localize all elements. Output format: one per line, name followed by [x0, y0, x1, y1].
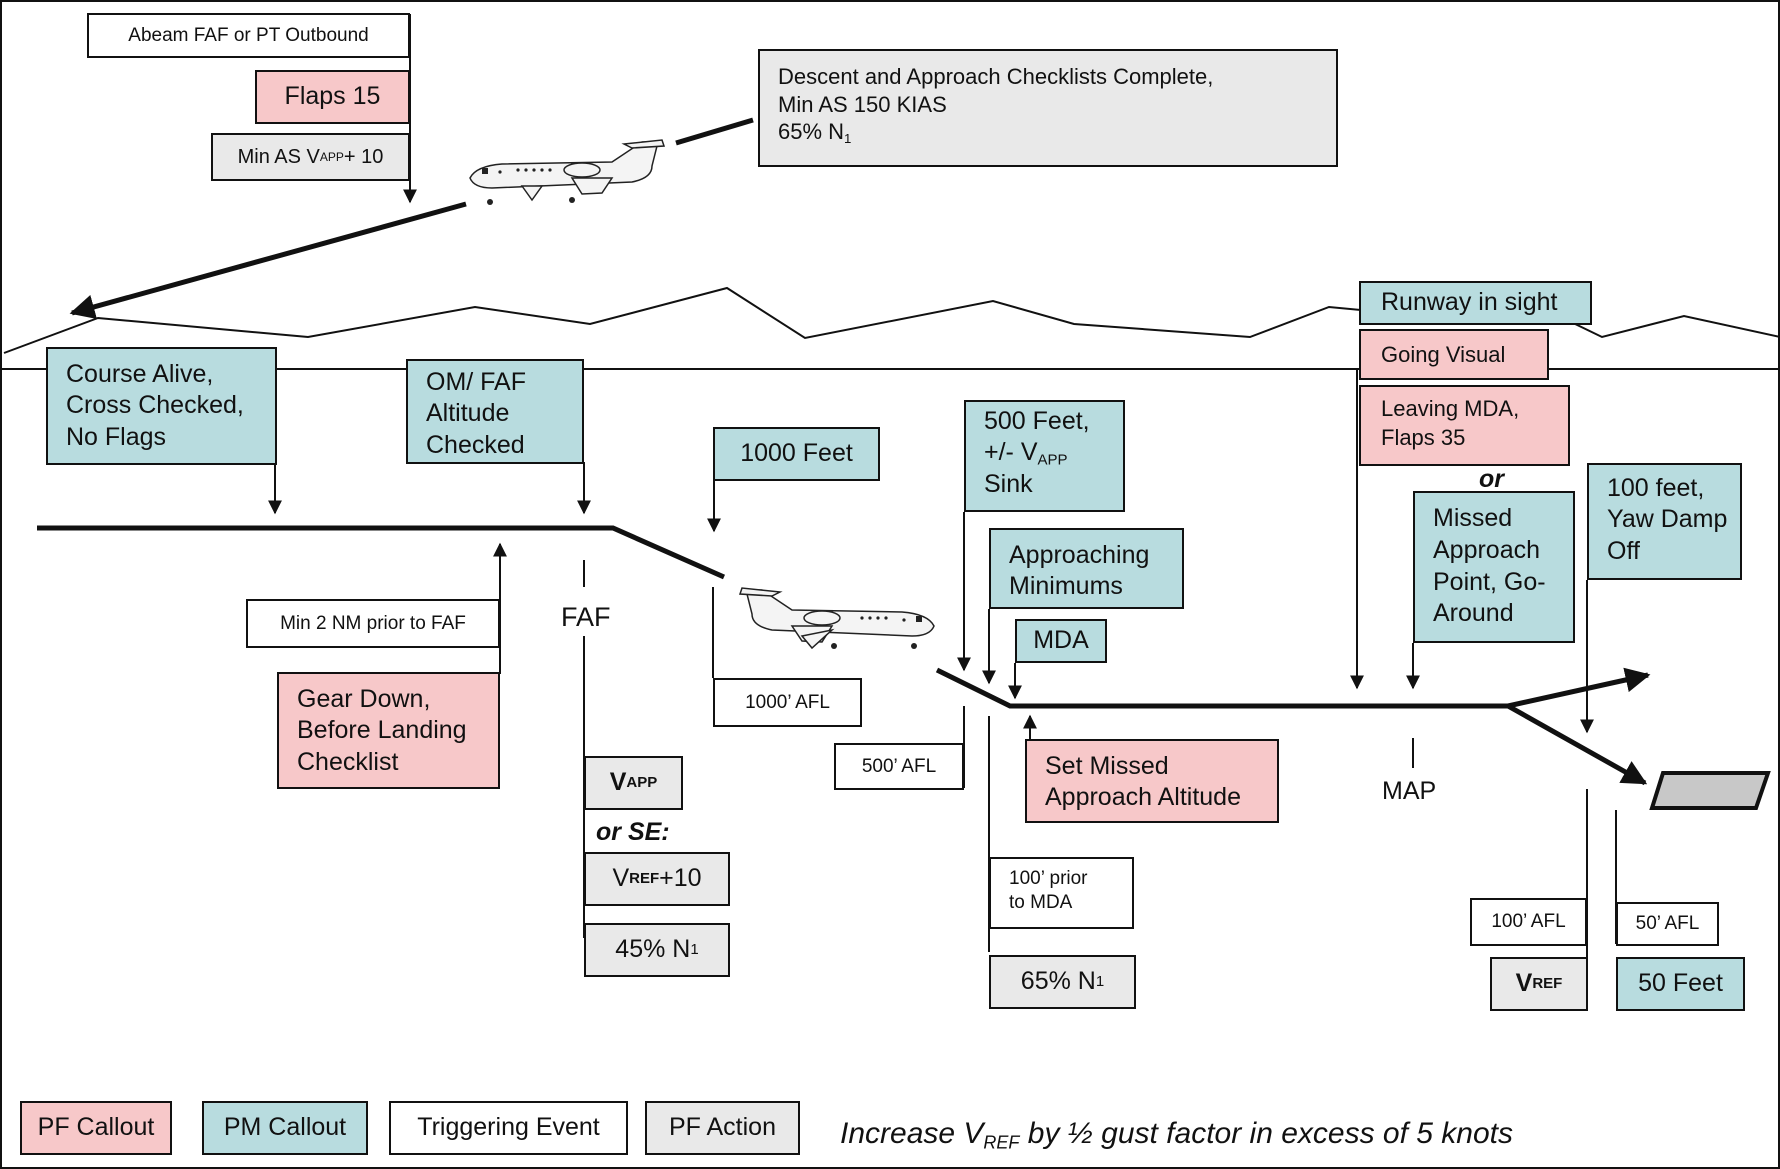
descent-checklist-box: Descent and Approach Checklists Complete… — [758, 49, 1338, 167]
upper-descent-path — [675, 117, 754, 146]
legend-triggering-event: Triggering Event — [389, 1101, 628, 1155]
runway-in-sight-box: Runway in sight — [1359, 281, 1592, 325]
airplane-icon — [469, 139, 666, 205]
faf-label: FAF — [561, 602, 611, 632]
min-2nm-box: Min 2 NM prior to FAF — [246, 599, 500, 648]
mda-box: MDA — [1015, 619, 1107, 663]
50-afl-box: 50’ AFL — [1616, 902, 1719, 946]
1000-feet-box: 1000 Feet — [713, 427, 880, 481]
runway-icon — [1649, 771, 1771, 810]
flaps-15-box: Flaps 15 — [255, 70, 410, 124]
approaching-minimums-box: Approaching Minimums — [989, 528, 1184, 609]
final-path — [935, 667, 1508, 709]
100-feet-yaw-damp-box: 100 feet, Yaw Damp Off — [1587, 463, 1742, 580]
map-label: MAP — [1382, 777, 1437, 805]
500-afl-box: 500’ AFL — [834, 743, 964, 790]
or-label: or — [1479, 465, 1504, 493]
missed-approach-point-box: Missed Approach Point, Go- Around — [1413, 491, 1575, 643]
100-afl-box: 100’ AFL — [1470, 898, 1587, 946]
1000-afl-box: 1000’ AFL — [713, 678, 862, 727]
gust-factor-note: Increase VREF by ½ gust factor in excess… — [840, 1117, 1514, 1153]
legend-pf-callout: PF Callout — [20, 1101, 172, 1155]
approach-path — [37, 525, 726, 580]
going-visual-box: Going Visual — [1359, 329, 1549, 380]
om-faf-box: OM/ FAF Altitude Checked — [406, 359, 584, 464]
500-feet-box: 500 Feet, +/- VAPP Sink — [964, 400, 1125, 512]
upper-descent-arrow — [69, 201, 467, 320]
airplane-icon — [738, 587, 935, 650]
legend-pf-action: PF Action — [645, 1101, 800, 1155]
course-alive-box: Course Alive, Cross Checked, No Flags — [46, 347, 277, 465]
leaving-mda-box: Leaving MDA, Flaps 35 — [1359, 385, 1570, 466]
set-missed-approach-box: Set Missed Approach Altitude — [1025, 739, 1279, 823]
100-prior-mda-box: 100’ prior to MDA — [989, 857, 1134, 929]
legend-pm-callout: PM Callout — [202, 1101, 368, 1155]
50-feet-box: 50 Feet — [1616, 957, 1745, 1011]
landing-path — [1506, 703, 1648, 786]
or-se-label: or SE: — [596, 818, 670, 846]
gear-down-box: Gear Down, Before Landing Checklist — [277, 672, 500, 789]
missed-approach-path — [1507, 667, 1651, 709]
abeam-faf-box: Abeam FAF or PT Outbound — [87, 13, 410, 58]
